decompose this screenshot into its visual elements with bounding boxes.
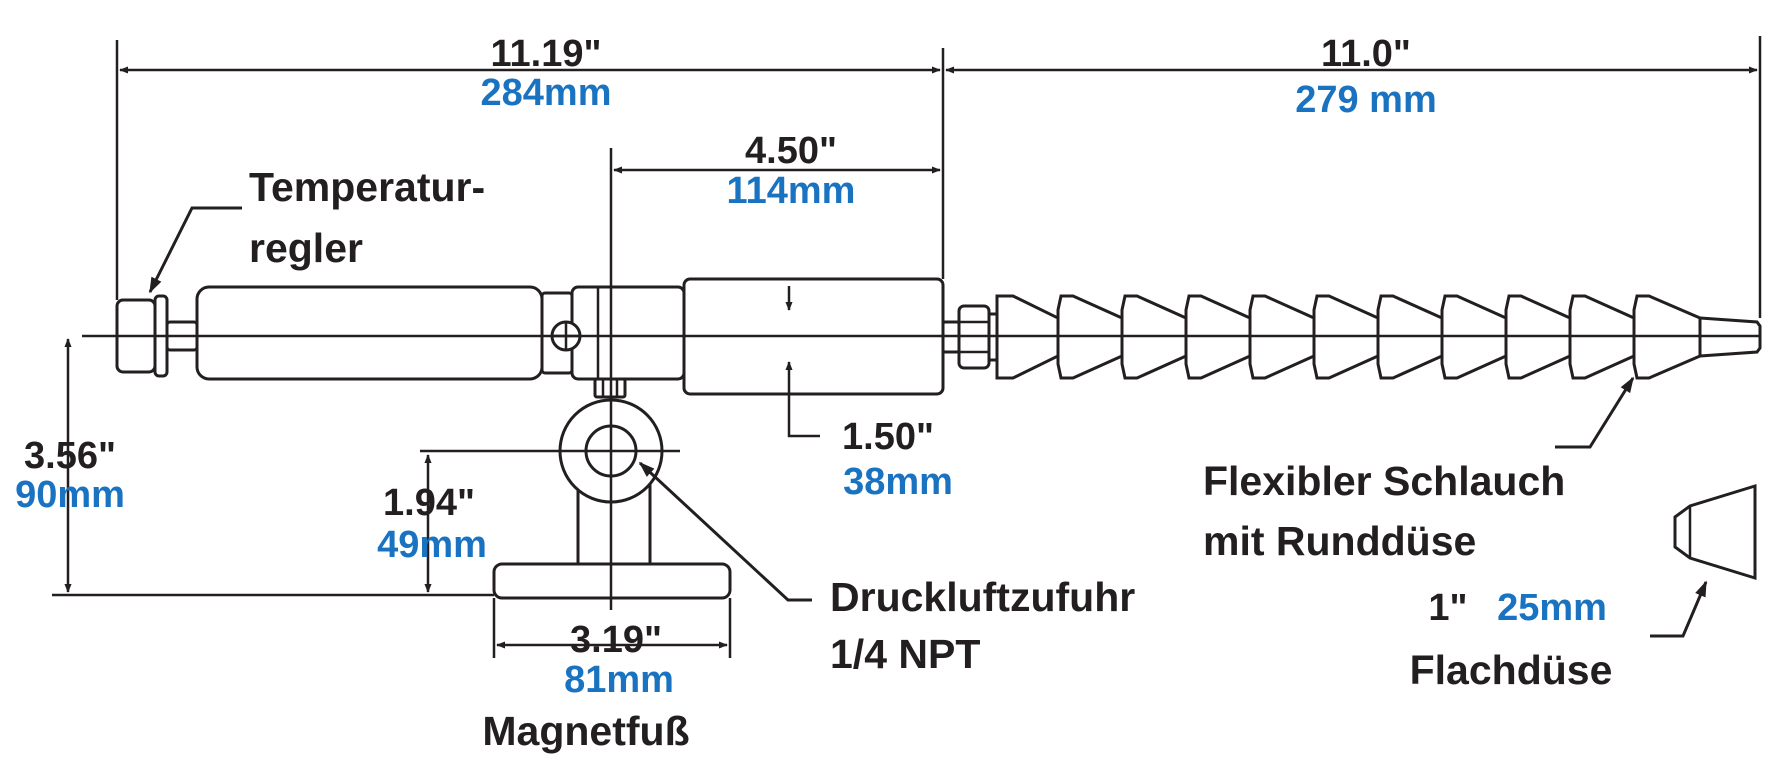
dimension-lines	[64, 66, 1758, 649]
inlet-offset-mm: 114mm	[727, 170, 856, 212]
leader-lines	[148, 206, 1708, 638]
body-diameter-mm: 38mm	[843, 461, 953, 503]
air-inlet-label-line1: Druckluftzufuhr	[830, 574, 1135, 620]
flat-nozzle	[1673, 483, 1757, 581]
temperature-regulator-label-line1: Temperatur-	[249, 164, 485, 210]
total-height-inch: 3.56"	[24, 435, 116, 477]
inlet-offset-inch: 4.50"	[745, 130, 837, 172]
flat-nozzle-inch: 1"	[1428, 587, 1467, 629]
temperature-regulator-label-line2: regler	[249, 225, 363, 271]
hose-length-mm: 279 mm	[1295, 79, 1437, 121]
magnetic-base-label: Magnetfuß	[482, 708, 689, 754]
flat-nozzle-mm: 25mm	[1497, 587, 1607, 629]
inlet-height-inch: 1.94"	[383, 482, 475, 524]
flexible-hose-label-line1: Flexibler Schlauch	[1203, 458, 1565, 504]
overall-inch: 11.19"	[490, 33, 601, 75]
hose-length-inch: 11.0"	[1321, 33, 1411, 75]
inlet-height-mm: 49mm	[377, 524, 487, 566]
flexible-hose-label-line2: mit Runddüse	[1203, 518, 1476, 564]
body-diameter-inch: 1.50"	[842, 416, 934, 458]
flat-nozzle-label: Flachdüse	[1410, 647, 1613, 693]
overall-mm: 284mm	[481, 72, 612, 114]
base-width-mm: 81mm	[564, 659, 674, 701]
total-height-mm: 90mm	[15, 474, 125, 516]
base-width-inch: 3.19"	[570, 619, 662, 661]
air-inlet-label-line2: 1/4 NPT	[830, 631, 980, 677]
extension-lines	[52, 36, 1762, 658]
